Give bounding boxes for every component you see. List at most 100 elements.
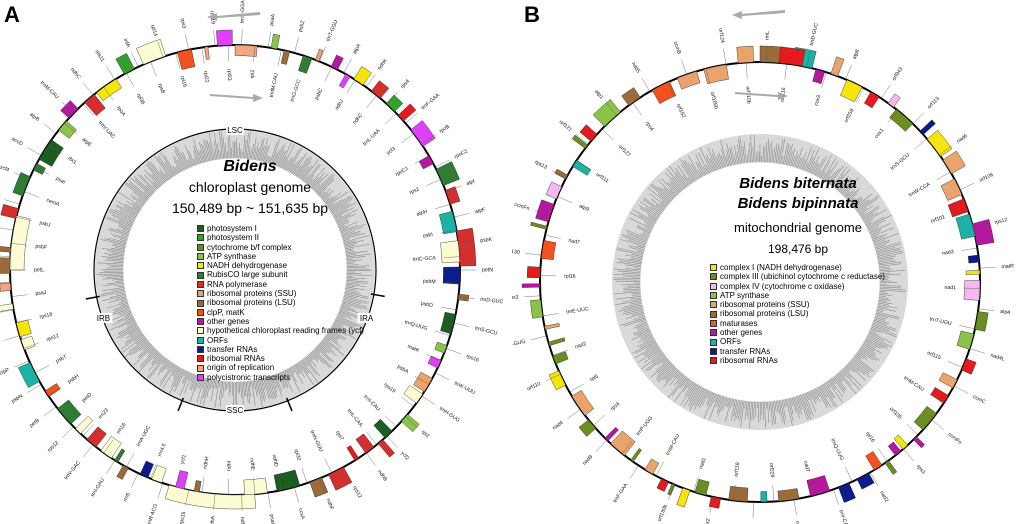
- gc-bar: [209, 379, 213, 390]
- gene-block: [0, 204, 19, 219]
- gene-label: ccmFn: [513, 202, 530, 212]
- gc-bar: [329, 196, 354, 212]
- gene-leader-line: [641, 77, 650, 92]
- gc-bar: [679, 158, 695, 182]
- gc-bar: [860, 212, 866, 217]
- gc-bar: [872, 233, 888, 240]
- gene-leader-line: [103, 87, 114, 101]
- gc-bar: [172, 366, 179, 376]
- gc-bar: [638, 325, 649, 331]
- gene-leader-line: [953, 385, 969, 394]
- gc-bar: [642, 231, 650, 235]
- gc-bar: [625, 268, 641, 271]
- gc-bar: [346, 278, 358, 280]
- gc-bar: [879, 285, 902, 287]
- gene-block: [177, 49, 196, 70]
- gc-bar: [875, 312, 899, 320]
- gc-bar: [617, 270, 641, 274]
- gc-bar: [152, 181, 159, 189]
- gene-label: rps7: [334, 430, 345, 442]
- gene-label: rpl22: [202, 71, 210, 83]
- gc-bar: [107, 255, 124, 258]
- gc-bar: [869, 223, 891, 234]
- gc-bar: [219, 380, 221, 388]
- gc-bar: [259, 379, 265, 402]
- gc-bar: [111, 252, 125, 255]
- gc-bar: [877, 252, 904, 259]
- gene-block: [373, 418, 393, 439]
- gc-bar: [802, 393, 812, 416]
- gc-bar: [814, 158, 824, 176]
- gene-label: nad7: [802, 460, 811, 473]
- direction-arrow-outer: [732, 10, 785, 19]
- gc-bar: [190, 375, 197, 392]
- gene-block: [913, 436, 925, 449]
- gene-block: [961, 358, 977, 375]
- gc-bar: [868, 224, 880, 231]
- gc-bar: [310, 351, 319, 360]
- gc-bar: [872, 236, 885, 242]
- gene-label: atp4: [1000, 309, 1011, 316]
- gc-bar: [660, 200, 668, 207]
- gc-bar: [314, 348, 321, 354]
- gc-bar: [108, 211, 134, 224]
- gc-bar: [629, 211, 655, 226]
- gc-bar: [720, 149, 727, 167]
- gc-bar: [729, 398, 733, 409]
- gene-block: [777, 488, 800, 502]
- gc-bar: [124, 331, 142, 343]
- legend-label: ribosomal proteins (LSU): [720, 309, 809, 319]
- gc-bar: [702, 165, 708, 175]
- gene-leader-line: [324, 66, 332, 82]
- gene-leader-line: [343, 58, 352, 74]
- gc-bar: [640, 332, 652, 339]
- gene-leader-line: [366, 452, 376, 466]
- gc-bar: [203, 139, 210, 162]
- gc-bar: [174, 166, 179, 174]
- gene-label: orf106: [979, 172, 995, 184]
- gc-bar: [684, 160, 698, 181]
- gc-bar: [726, 155, 730, 167]
- gene-label: ndhI: [226, 461, 232, 471]
- gene-label: ndhB: [376, 469, 388, 483]
- gc-bar: [320, 342, 337, 356]
- gc-bar: [879, 273, 901, 276]
- gc-bar: [624, 303, 642, 307]
- gc-bar: [876, 309, 884, 313]
- gc-bar: [832, 166, 848, 187]
- gc-bar: [129, 182, 149, 200]
- gc-bar: [123, 206, 138, 215]
- gc-bar: [342, 232, 361, 239]
- gc-bar: [114, 284, 124, 287]
- gene-block: [434, 341, 448, 354]
- legend-entry: complex III (ubichinol cytochrome c redu…: [710, 272, 885, 281]
- region-boundary-tick: [370, 293, 385, 298]
- gene-label: psaI: [55, 176, 66, 186]
- gc-bar: [140, 349, 157, 366]
- gene-block: [435, 161, 460, 186]
- gc-bar: [117, 323, 137, 334]
- gc-bar: [124, 313, 132, 317]
- gene-label: petD: [81, 392, 93, 404]
- gc-bar: [877, 307, 897, 312]
- gc-bar: [132, 206, 140, 212]
- gc-bar: [172, 165, 178, 175]
- gc-bar: [344, 243, 358, 247]
- gc-bar: [622, 298, 642, 303]
- gene-label: ndhD: [271, 454, 279, 468]
- gene-block: [440, 240, 461, 263]
- gene-leader-line: [629, 465, 639, 479]
- gc-bar: [848, 192, 858, 202]
- legend-label: cytochrome b/f complex: [207, 242, 292, 252]
- gc-bar: [344, 239, 365, 246]
- gene-label: nad1: [944, 285, 956, 291]
- gc-bar: [193, 145, 200, 164]
- gc-bar: [733, 399, 738, 417]
- gc-bar: [281, 371, 289, 387]
- legend-swatch: [197, 253, 204, 261]
- gc-bar: [115, 296, 127, 300]
- gc-bar: [811, 390, 817, 403]
- gc-bar: [337, 219, 348, 225]
- gene-block: [280, 50, 290, 65]
- gene-leader-line: [542, 313, 559, 317]
